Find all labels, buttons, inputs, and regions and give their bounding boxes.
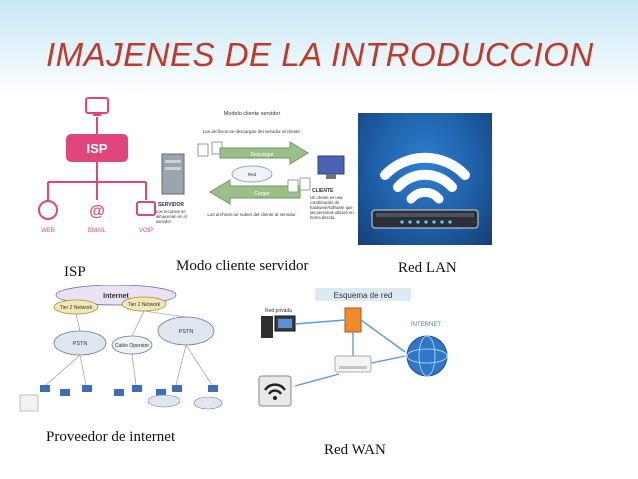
caption-internet-provider: Proveedor de internet bbox=[46, 429, 176, 445]
client-server-diagram: Modelo cliente servidor Los archivos se … bbox=[150, 106, 355, 248]
caption-wan: Red WAN bbox=[324, 442, 386, 458]
wan-title: Esquema de red bbox=[334, 291, 393, 300]
isp-endpoint-email: EMAIL bbox=[88, 228, 107, 234]
network-cloud bbox=[231, 165, 273, 183]
network-links bbox=[45, 310, 213, 386]
isp-center-label: ISP bbox=[87, 141, 108, 156]
cs-server-desc: Los recursos se almacenan en el servidor… bbox=[156, 209, 187, 224]
switch-icon bbox=[334, 355, 372, 373]
lan-router-image bbox=[358, 113, 492, 245]
cs-top-note: Los archivos se descargan del servidor a… bbox=[203, 129, 301, 134]
cs-client-desc: Un cliente es una combinación de hardwar… bbox=[310, 195, 354, 220]
pd-cable-operator: Cable Operator bbox=[115, 343, 150, 349]
title-band bbox=[0, 0, 638, 95]
wan-private-network: Red privada bbox=[265, 308, 292, 314]
router-body bbox=[371, 209, 479, 229]
isp-endpoint-voip: VOIP bbox=[139, 228, 153, 234]
cs-upload-label: Cargar bbox=[254, 191, 270, 197]
pd-pstn-right: PSTN bbox=[179, 329, 194, 335]
device-icons bbox=[40, 385, 218, 396]
voip-screen-icon bbox=[136, 201, 156, 216]
internet-provider-diagram: Internet Tier 2 Network Tier 2 Network P… bbox=[16, 285, 228, 415]
cs-client-label: CLIENTE bbox=[312, 188, 334, 194]
isp-box bbox=[66, 134, 128, 162]
download-arrow bbox=[219, 141, 309, 165]
wan-diagram: Esquema de red Red privada INTERNET bbox=[255, 286, 455, 414]
server-icon bbox=[161, 153, 185, 195]
globe-icon bbox=[38, 200, 58, 220]
cs-download-label: Descargar bbox=[250, 152, 273, 158]
pd-pstn-left: PSTN bbox=[73, 341, 88, 347]
building-icon bbox=[19, 394, 39, 412]
wan-title-bar bbox=[315, 288, 411, 301]
pd-tier2-right: Tier 2 Network bbox=[128, 302, 161, 308]
cs-network-label: Red bbox=[248, 172, 257, 177]
cs-server-label: SERVIDOR bbox=[158, 202, 184, 208]
wifi-laptop-icon bbox=[258, 375, 292, 407]
isp-endpoint-web: WEB bbox=[41, 228, 55, 234]
pd-internet-label: Internet bbox=[103, 293, 129, 300]
desktop-computer-icon bbox=[261, 316, 273, 338]
caption-lan: Red LAN bbox=[398, 260, 457, 276]
cs-title: Modelo cliente servidor bbox=[224, 111, 281, 117]
wifi-icon bbox=[380, 152, 470, 204]
firewall-icon bbox=[344, 307, 362, 333]
file-icon bbox=[287, 179, 299, 193]
isp-diagram: ISP @ WEB EMAIL VOIP bbox=[28, 92, 168, 242]
cs-bottom-note: Los archivos se suben del cliente al ser… bbox=[207, 212, 296, 217]
caption-isp: ISP bbox=[64, 264, 86, 280]
globe-icon bbox=[406, 335, 448, 377]
pd-tier2-left: Tier 2 Network bbox=[60, 305, 93, 311]
dialup-cloud bbox=[193, 396, 223, 410]
wan-links bbox=[294, 319, 406, 387]
file-icon bbox=[299, 177, 311, 191]
monitor-icon bbox=[85, 97, 109, 114]
file-icon bbox=[197, 143, 209, 157]
caption-client-server: Modo cliente servidor bbox=[176, 258, 309, 274]
wan-internet-label: INTERNET bbox=[411, 322, 441, 328]
adsl-cloud bbox=[147, 394, 181, 408]
client-computer-icon bbox=[317, 155, 345, 175]
slide-title: IMAJENES DE LA INTRODUCCION bbox=[46, 36, 594, 73]
upload-arrow bbox=[209, 179, 301, 205]
at-icon: @ bbox=[89, 203, 105, 220]
